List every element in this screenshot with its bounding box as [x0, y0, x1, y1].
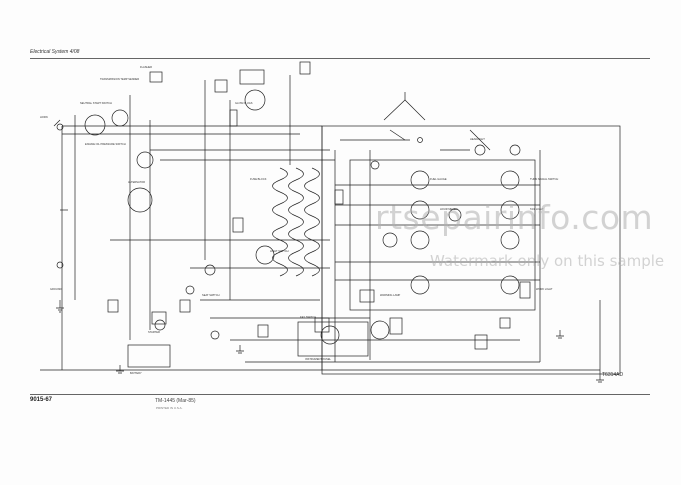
diagram-code: T6314AD	[602, 372, 624, 378]
label-alternator: ALTERNATOR	[128, 180, 145, 184]
headlight-left	[474, 144, 486, 156]
alternator	[127, 187, 153, 213]
label-key-switch: KEY SWITCH	[300, 315, 316, 319]
footer-rule	[30, 394, 650, 395]
label-instrument-panel: INSTRUMENT PANEL	[305, 357, 332, 361]
lamp-bracket	[383, 99, 426, 121]
watermark-notice: Watermark only on this sample	[430, 252, 665, 270]
label-fuse-block: FUSE BLOCK	[250, 177, 267, 181]
ground-symbol	[56, 300, 64, 313]
label-seat-switch: SEAT SWITCH	[202, 293, 220, 297]
label-warning-lamp: WARNING LAMP	[380, 293, 400, 297]
label-fuel-gauge: FUEL GAUGE	[430, 177, 447, 181]
label-hour-meter: HOUR METER	[440, 207, 458, 211]
page-number: 9015-67	[30, 397, 53, 403]
fuel-gauge	[410, 170, 430, 190]
label-headlight: HEADLIGHT	[470, 137, 485, 141]
battery	[127, 344, 171, 368]
label-ground: GROUND	[50, 287, 62, 291]
fuse-block	[232, 217, 244, 233]
light-switch	[255, 245, 275, 265]
manual-reference: TM-1445 (Mar-85)	[155, 398, 196, 404]
instrument-panel	[297, 321, 369, 357]
label-horn: HORN	[40, 115, 48, 119]
label-starter: STARTER	[148, 330, 160, 334]
label-tail-light: TAIL LIGHT	[530, 207, 544, 211]
print-reference: PRINTED IN U.S.A.	[156, 406, 183, 410]
headlight-right	[509, 144, 521, 156]
oil-pressure-switch	[136, 151, 154, 169]
label-flasher: FLASHER	[140, 65, 152, 69]
page-header-title: Electrical System 4/08	[30, 49, 80, 55]
label-oil-pressure: ENGINE OIL PRESSURE SWITCH	[85, 142, 126, 146]
starter	[151, 311, 167, 325]
key-switch	[320, 325, 340, 345]
label-glow-plugs: GLOW PLUGS	[235, 101, 253, 105]
label-neutral-start: NEUTRAL START SWITCH	[80, 101, 112, 105]
flasher	[149, 71, 163, 83]
label-battery: BATTERY	[130, 371, 142, 375]
neutral-start-switch	[84, 114, 106, 136]
watermark-site: rtsepairinfo.com	[375, 198, 654, 237]
glow-plug-relay	[244, 89, 266, 111]
label-light-switch: LIGHT SWITCH	[270, 249, 289, 253]
header-rule	[30, 58, 650, 59]
label-work-light: WORK LIGHT	[536, 287, 553, 291]
fuse-block-wiring	[272, 167, 288, 277]
label-turn-signal: TURN SIGNAL SWITCH	[530, 177, 558, 181]
harness-frame	[321, 125, 621, 375]
horn	[56, 123, 64, 131]
panel-frame	[349, 159, 536, 311]
hour-meter	[500, 170, 520, 190]
label-trans-temp: TRANSMISSION TEMP SENDER	[100, 77, 139, 81]
